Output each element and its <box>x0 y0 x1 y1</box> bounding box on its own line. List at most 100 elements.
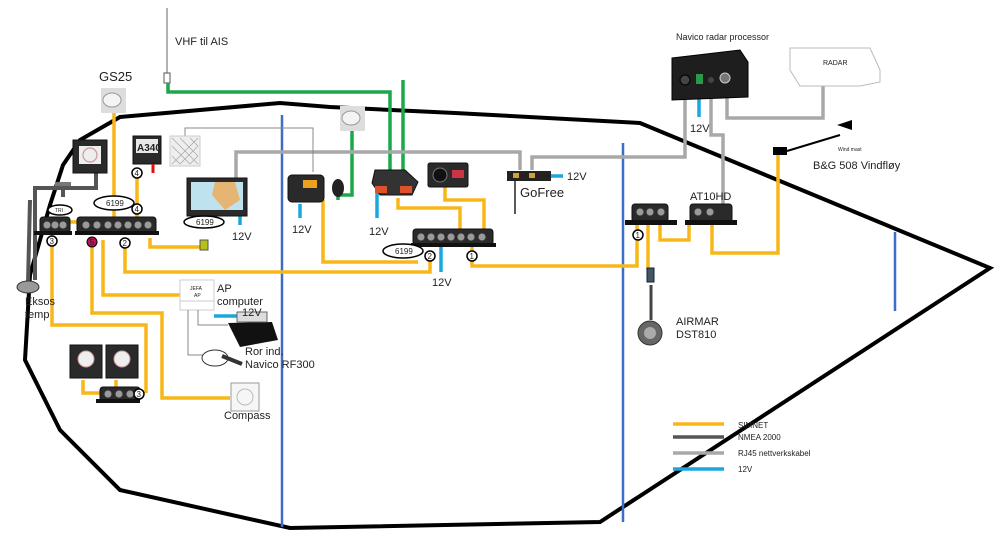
ap-drive-unit-icon <box>228 322 278 347</box>
at10hd-label: AT10HD <box>690 191 731 203</box>
rj45-mfd-gofree <box>234 150 522 200</box>
airmar-label-2: DST810 <box>676 329 716 341</box>
ap-rudder-cable <box>187 310 205 356</box>
wind-mast-arm <box>786 134 841 152</box>
simnet-hub-7port-center <box>411 228 496 247</box>
radar-processor-device <box>671 49 749 101</box>
compass-label: Compass <box>224 410 271 422</box>
wind-mast-bracket <box>773 147 787 155</box>
radar-dome-icon <box>789 47 881 87</box>
compass-dial <box>236 388 254 406</box>
svg-text:2: 2 <box>428 252 433 261</box>
ap-drive-top <box>236 311 268 323</box>
connector-number-1-center: 1 <box>466 250 478 262</box>
stereo-display-icon <box>452 170 464 178</box>
simnet-at10hd-link <box>658 225 691 242</box>
simnet-compass <box>90 240 230 400</box>
stereo-knob-icon <box>432 167 448 183</box>
connector-number-4-b: 4 <box>131 203 143 215</box>
simnet-radio <box>443 185 486 230</box>
ais-port-icon-2 <box>400 186 412 193</box>
airmar-connector <box>646 267 655 283</box>
connector-number-4-a: 4 <box>131 167 143 179</box>
cable-label-tri: TRI <box>47 204 73 216</box>
radar-processor-port-2 <box>708 77 714 83</box>
svg-text:2: 2 <box>123 239 128 248</box>
legend-label-12v: 12V <box>738 465 753 474</box>
ap-computer-box <box>179 279 215 311</box>
vhf-ais-label: VHF til AIS <box>175 36 228 48</box>
vhf-antenna-link <box>336 123 354 200</box>
instrument-gauge-lower-2 <box>113 350 131 368</box>
at10hd-converter <box>685 203 737 225</box>
rudder-label-1: Ror ind. <box>245 346 284 358</box>
svg-text:6199: 6199 <box>106 199 124 208</box>
simnet-forward-link <box>470 225 639 268</box>
cable-label-6199-mfd: 6199 <box>183 215 225 229</box>
eksos-temp-sensor-icon <box>16 280 40 294</box>
a340-label: A340 <box>137 143 161 154</box>
simnet-ais <box>396 198 462 230</box>
simnet-main-link <box>123 240 432 274</box>
wind-vane-label: B&G 508 Vindfløy <box>813 160 901 172</box>
svg-text:6199: 6199 <box>196 218 214 227</box>
radar-processor-port-3 <box>719 72 731 84</box>
ap-drive-cable <box>197 310 228 326</box>
connector-number-2-center: 2 <box>424 250 436 262</box>
legend-label-rj45: RJ45 nettverkskabel <box>738 449 811 458</box>
label-12v-mfd: 12V <box>232 231 252 243</box>
svg-text:6199: 6199 <box>395 247 413 256</box>
airmar-transducer-face <box>644 327 656 339</box>
a340-screen <box>136 139 158 153</box>
connector-number-3-left: 3 <box>46 235 58 247</box>
jefa-label-2: AP <box>194 293 201 299</box>
svg-text:1: 1 <box>636 231 641 240</box>
simnet-vhf <box>321 200 418 264</box>
radar-processor-label: Navico radar processor <box>676 32 769 42</box>
svg-text:4: 4 <box>135 169 140 178</box>
rj45-gofree-radar <box>530 85 687 170</box>
svg-text:4: 4 <box>135 205 140 214</box>
label-12v-radar: 12V <box>690 123 710 135</box>
instrument-display-top <box>72 139 108 174</box>
connector-number-3-lower: 3 <box>133 388 145 400</box>
rj45-radar-at10hd <box>709 85 725 205</box>
connector-number-2-left: 2 <box>119 237 131 249</box>
wind-mast-label: Wind mast <box>838 147 862 153</box>
jefa-label-1: JEFA <box>190 286 203 292</box>
connector-number-5-warning: 5 <box>86 236 98 248</box>
rudder-label-2: Navico RF300 <box>245 359 315 371</box>
simnet-display-a <box>81 380 100 395</box>
airmar-label-1: AIRMAR <box>676 316 719 328</box>
svg-text:3: 3 <box>137 390 142 399</box>
rudder-arm-icon <box>221 354 243 366</box>
eksos-label-2: temp <box>25 309 49 321</box>
instrument-gauge-lower-1 <box>77 350 95 368</box>
label-12v-ais: 12V <box>369 226 389 238</box>
simnet-ap <box>101 240 183 297</box>
instrument-screen-icon <box>79 146 101 164</box>
rj45-processor-radar <box>725 80 825 120</box>
simnet-wind <box>710 155 780 255</box>
gofree-port-icon-2 <box>529 173 535 178</box>
simnet-lower-displays <box>50 235 148 393</box>
eksos-label-1: Eksos <box>25 296 55 308</box>
legend-label-nmea2000: NMEA 2000 <box>738 433 781 442</box>
wind-vane-icon <box>837 120 852 130</box>
svg-text:3: 3 <box>50 237 55 246</box>
vhf-radio <box>287 174 325 203</box>
legend: SIMNET NMEA 2000 RJ45 nettverkskabel 12V <box>673 421 811 474</box>
label-12v-ap: 12V <box>242 307 262 319</box>
simnet-mfd <box>148 238 207 249</box>
gs25-label: GS25 <box>99 69 132 84</box>
label-12v-vhf: 12V <box>292 224 312 236</box>
cable-label-6199-center: 6199 <box>382 243 424 259</box>
vhf-handset-icon <box>332 179 344 197</box>
speaker-mesh <box>171 137 199 165</box>
vhf-splitter-icon <box>163 72 171 84</box>
gofree-port-icon <box>513 173 519 178</box>
gs25-dome-icon <box>102 92 122 108</box>
label-12v-hub: 12V <box>432 277 452 289</box>
